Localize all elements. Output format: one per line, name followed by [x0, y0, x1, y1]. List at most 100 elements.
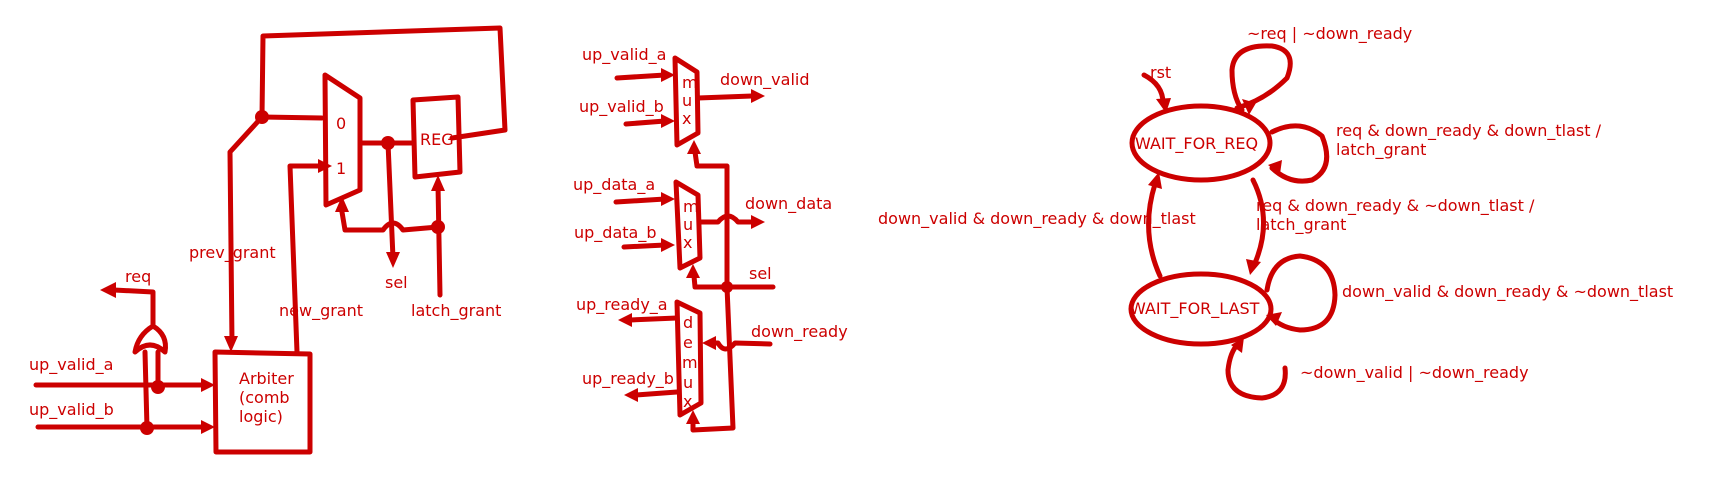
wire-up-data-b-in: [621, 242, 668, 250]
wire-up-valid-a-in: [614, 72, 668, 81]
wire-sel: [385, 140, 396, 261]
edge-last-to-req-arrowhead: [1148, 172, 1162, 189]
loop-last-right-arrowhead: [1266, 312, 1282, 326]
edge-req-to-last-arrowhead: [1246, 259, 1261, 275]
data-mux-letter-m: m: [683, 197, 699, 216]
wire-feedback-loop: [259, 25, 508, 141]
label-mux-in-0: 0: [336, 114, 346, 133]
valid-mux: [672, 55, 701, 148]
label-arbiter-line2: (comb: [239, 388, 290, 407]
arrow-up-ready-a-out: [618, 313, 632, 327]
wire-prev-grant: [227, 114, 265, 346]
arrow-mux-select: [335, 196, 349, 212]
label-req: req: [125, 267, 151, 286]
wire-sel-to-data-mux: [691, 273, 730, 290]
label-down-valid: down_valid: [720, 70, 810, 90]
arrow-req: [100, 282, 116, 298]
arrow-into-arbiter-b: [201, 420, 215, 434]
arrow-sel: [386, 252, 400, 268]
valid-mux-letter-u: u: [682, 91, 692, 110]
demux-letter-e: e: [683, 333, 693, 352]
wire-up-ready-b-out: [633, 389, 680, 398]
state-wait-for-req: [1129, 103, 1273, 183]
datapath: m u x m u x d e m u x up_valid_a up_vali…: [573, 45, 848, 433]
label-self-last-right: down_valid & down_ready & ~down_tlast: [1342, 282, 1673, 302]
label-up-valid-a: up_valid_a: [29, 355, 113, 375]
wire-down-valid-out: [695, 93, 755, 101]
or-gate: [132, 323, 168, 355]
arrow-up-ready-b-out: [624, 388, 638, 402]
label-arbiter-line1: Arbiter: [239, 369, 294, 388]
arrow-up-valid-a-in: [661, 68, 675, 82]
label-latch-grant: latch_grant: [411, 301, 501, 321]
wire-feedback-to-mux: [259, 114, 325, 121]
junction-latch-grant: [431, 220, 445, 234]
label-self-req-right-1: req & down_ready & down_tlast /: [1336, 121, 1602, 141]
wire-latch-grant: [435, 182, 443, 298]
label-arbiter-line3: logic): [239, 407, 283, 426]
arrow-latch-grant: [431, 175, 445, 191]
reset-arrowhead: [1156, 98, 1171, 113]
arrow-down-data-out: [751, 215, 765, 229]
label-reg: REG: [420, 130, 454, 149]
state-label-wait-for-last: WAIT_FOR_LAST: [1130, 299, 1260, 319]
demux-letter-x: x: [683, 392, 692, 411]
wire-up-ready-a-out: [627, 315, 680, 323]
label-up-data-b: up_data_b: [574, 223, 657, 243]
label-req-to-last-1: req & down_ready & ~down_tlast /: [1256, 196, 1535, 216]
arbiter-circuit: up_valid_a up_valid_b req Arbiter (comb …: [29, 25, 508, 455]
loop-req-right: [1269, 123, 1330, 184]
wire-new-grant: [287, 163, 325, 355]
loop-last-bottom-arrowhead: [1231, 337, 1244, 353]
arrow-into-arbiter-a: [201, 378, 215, 392]
label-up-data-a: up_data_a: [573, 175, 655, 195]
valid-mux-letter-x: x: [682, 109, 691, 128]
wire-sel-to-demux: [690, 284, 736, 433]
arrow-up-valid-b-in: [661, 114, 675, 128]
label-down-ready: down_ready: [751, 322, 848, 342]
loop-last-bottom: [1225, 341, 1288, 401]
data-mux-letter-u: u: [683, 215, 693, 234]
reg-block: [410, 94, 463, 180]
edge-last-to-req: [1146, 181, 1163, 279]
wire-up-data-a-in: [613, 196, 668, 205]
arrow-down-ready-in: [702, 336, 716, 350]
label-down-data: down_data: [745, 194, 832, 214]
state-label-wait-for-req: WAIT_FOR_REQ: [1135, 134, 1258, 154]
label-self-req-right-2: latch_grant: [1336, 140, 1426, 160]
wire-sel-bus: [692, 149, 776, 290]
label-rst: rst: [1150, 63, 1171, 82]
arbiter-block: [212, 349, 313, 455]
label-mux-in-1: 1: [336, 159, 346, 178]
label-prev-grant: prev_grant: [189, 243, 276, 263]
label-up-ready-a: up_ready_a: [576, 295, 668, 315]
arrow-sel-to-valid-mux: [687, 140, 701, 154]
grant-mux: [322, 72, 363, 208]
label-dp-up-valid-a: up_valid_a: [582, 45, 666, 65]
junction-feedback: [255, 110, 269, 124]
junction-sel: [721, 281, 733, 293]
loop-req-top: [1229, 43, 1293, 113]
data-mux-letter-x: x: [683, 233, 692, 252]
wire-down-ready-in: [709, 340, 773, 352]
arrow-sel-to-demux: [686, 410, 700, 424]
wire-or-input-b: [142, 349, 150, 431]
label-req-to-last-2: latch_grant: [1256, 215, 1346, 235]
label-dp-sel: sel: [749, 264, 772, 283]
state-wait-for-last: [1128, 271, 1274, 347]
arrow-sel-to-data-mux: [686, 264, 700, 278]
label-new-grant: new_grant: [279, 301, 363, 321]
label-self-last-bottom: ~down_valid | ~down_ready: [1300, 363, 1529, 383]
loop-req-top-arrowhead: [1242, 99, 1256, 115]
valid-mux-letter-m: m: [682, 73, 698, 92]
wire-up-valid-b-in: [623, 118, 668, 127]
arrow-up-data-b-in: [661, 238, 675, 252]
fsm: WAIT_FOR_REQ WAIT_FOR_LAST rst ~req | ~d…: [878, 24, 1673, 401]
loop-last-right: [1264, 253, 1338, 333]
label-self-req-top: ~req | ~down_ready: [1247, 24, 1412, 44]
arrow-up-data-a-in: [661, 192, 675, 206]
edge-req-to-last: [1250, 177, 1266, 266]
label-up-ready-b: up_ready_b: [582, 369, 674, 389]
label-last-to-req: down_valid & down_ready & down_tlast: [878, 209, 1196, 229]
